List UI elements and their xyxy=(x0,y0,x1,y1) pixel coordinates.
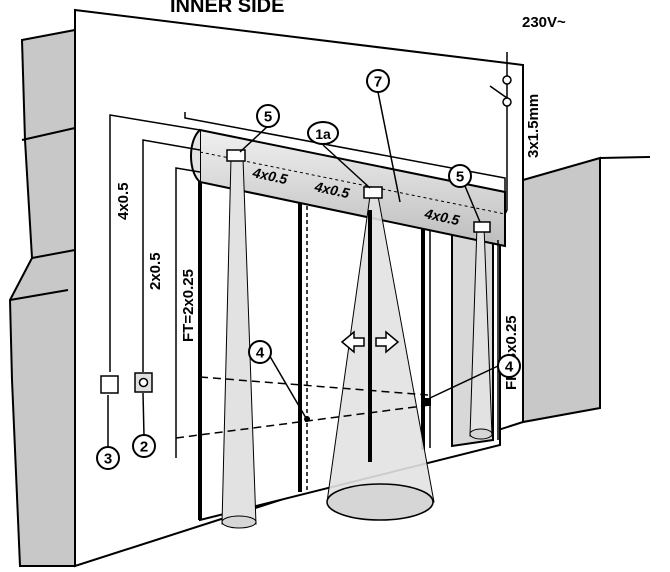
svg-text:4: 4 xyxy=(256,345,265,362)
detection-area-center xyxy=(326,483,434,521)
cable-top-route xyxy=(184,112,506,192)
sensor-left xyxy=(226,149,246,162)
inner-side-title: INNER SIDE xyxy=(170,0,284,17)
sensor-center xyxy=(363,186,383,199)
cable-label-keyswitch: 2x0.5 xyxy=(147,252,164,290)
cable-label-right-sensor: 4x0.5 xyxy=(422,205,461,228)
power-supply-label: 230V~ xyxy=(522,14,566,31)
callout-2: 2 xyxy=(132,434,156,458)
svg-text:7: 7 xyxy=(374,74,382,91)
callout-5-right: 5 xyxy=(448,164,472,188)
callout-4-right: 4 xyxy=(497,354,521,378)
power-switch xyxy=(489,75,512,107)
cable-label-photocell-tx: FT=2x0.25 xyxy=(180,269,197,342)
cable-selector xyxy=(109,114,201,372)
cable-label-center-sensor: 4x0.5 xyxy=(312,178,351,201)
callout-1a: 1a xyxy=(307,121,339,145)
program-selector-device xyxy=(100,375,119,394)
svg-text:5: 5 xyxy=(456,169,464,186)
svg-text:2: 2 xyxy=(140,439,148,456)
cable-label-left-sensor: 4x0.5 xyxy=(250,164,289,187)
svg-text:3: 3 xyxy=(104,451,112,468)
svg-text:5: 5 xyxy=(264,109,272,126)
svg-text:1a: 1a xyxy=(315,126,331,142)
left-wall-pillar xyxy=(8,28,76,567)
right-side-wall xyxy=(522,156,601,424)
callout-5-left: 5 xyxy=(256,104,280,128)
callout-3: 3 xyxy=(96,446,120,470)
key-switch-device xyxy=(134,372,153,393)
power-cable-label: 3x1.5mm xyxy=(525,94,542,158)
callout-7: 7 xyxy=(366,69,390,93)
photocell-receiver xyxy=(424,398,431,406)
cable-keyswitch xyxy=(142,139,201,372)
sliding-direction-arrows xyxy=(340,330,400,354)
cable-photocell-tx xyxy=(175,167,201,458)
cable-label-selector: 4x0.5 xyxy=(115,182,132,220)
sensor-right xyxy=(473,221,491,233)
cable-label-photocell-rx: FR=3x0.25 xyxy=(503,315,520,390)
svg-text:4: 4 xyxy=(505,359,514,376)
callout-4-left: 4 xyxy=(248,340,272,364)
